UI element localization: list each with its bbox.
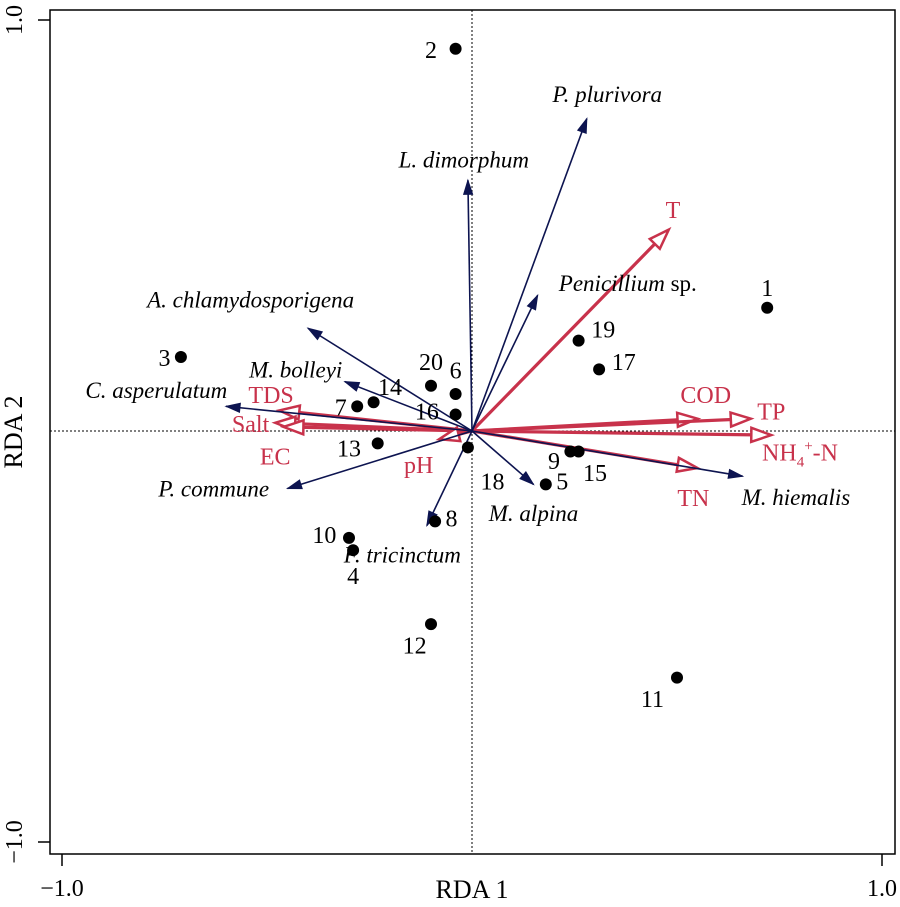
site-label-15: 15 (583, 461, 607, 487)
site-label-13: 13 (337, 436, 361, 462)
site-point-13 (371, 437, 384, 450)
site-label-5: 5 (556, 469, 568, 495)
site-point-1 (761, 301, 774, 314)
site-point-10 (343, 531, 355, 544)
species-arrow-p-commune (287, 430, 473, 490)
species-arrow-m-bolleyi (344, 380, 473, 432)
site-label-19: 19 (591, 317, 615, 343)
site-label-10: 10 (312, 523, 336, 549)
species-arrow-p-plurivora (471, 118, 588, 432)
site-point-6 (449, 388, 462, 401)
site-label-12: 12 (403, 634, 427, 660)
site-point-12 (425, 618, 437, 631)
site-label-9: 9 (548, 449, 560, 475)
species-label-l-dimorphum: L. dimorphum (398, 148, 529, 173)
site-label-14: 14 (378, 375, 402, 401)
y-axis-label: RDA 2 (0, 396, 28, 469)
x-tick-label: −1.0 (40, 876, 84, 902)
site-point-18 (461, 441, 474, 454)
species-arrow-c-asperulatum (225, 405, 473, 432)
species-arrowhead-m-bolleyi (343, 381, 361, 392)
species-label-m-alpina: M. alpina (488, 501, 578, 526)
site-label-7: 7 (335, 395, 347, 421)
env-label-salt: Salt (232, 412, 270, 438)
env-arrowhead-ec (279, 418, 305, 437)
species-arrowhead-p-plurivora (576, 117, 588, 135)
site-point-4 (347, 544, 360, 557)
site-label-11: 11 (641, 687, 664, 713)
site-label-3: 3 (159, 346, 171, 372)
x-axis-label: RDA 1 (436, 875, 509, 902)
site-point-17 (593, 363, 606, 376)
species-arrowhead-p-commune (285, 479, 303, 490)
species-arrow-l-dimorphum (467, 180, 473, 432)
site-point-5 (539, 478, 552, 491)
env-arrow-t (470, 239, 659, 433)
env-label-cod: COD (680, 383, 731, 409)
env-label-ec: EC (260, 445, 291, 471)
species-arrowhead-l-dimorphum (462, 178, 474, 195)
site-label-1: 1 (761, 276, 773, 302)
env-arrowhead-t (647, 226, 672, 251)
site-label-8: 8 (446, 506, 458, 532)
env-arrow-ec (299, 425, 473, 433)
env-arrowhead-tn (675, 455, 702, 474)
site-point-14 (367, 396, 380, 409)
env-arrow-tp (471, 417, 735, 433)
x-tick-label: 1.0 (867, 876, 897, 902)
site-label-6: 6 (450, 358, 462, 384)
species-label-m-bolleyi: M. bolleyi (248, 357, 342, 382)
species-arrowhead-a-chlamydosporigena (306, 327, 324, 341)
site-label-18: 18 (481, 469, 505, 495)
env-arrowhead-tp (729, 410, 755, 429)
species-label-c-asperulatum: C. asperulatum (85, 378, 227, 403)
env-arrow-nh4-n (471, 429, 756, 437)
site-label-17: 17 (612, 350, 636, 376)
env-label-ph: pH (404, 453, 433, 479)
species-label-f-tricinctum: F. tricinctum (343, 542, 461, 567)
species-label-penicillium-sp: Penicillium sp. (558, 271, 697, 296)
site-point-2 (449, 42, 462, 55)
site-point-16 (449, 408, 462, 421)
site-label-4: 4 (347, 564, 359, 590)
species-arrowhead-c-asperulatum (224, 402, 241, 413)
site-point-8 (429, 515, 442, 528)
species-arrowhead-penicillium-sp (526, 293, 539, 311)
species-arrow-m-hiemalis (471, 430, 743, 477)
env-label-nh4-n: NH4+-N (762, 439, 838, 471)
site-label-16: 16 (415, 399, 439, 425)
env-arrowhead-nh4-n (749, 426, 776, 444)
species-label-m-hiemalis: M. hiemalis (741, 485, 851, 510)
site-point-19 (572, 334, 585, 347)
site-label-2: 2 (425, 38, 437, 64)
species-arrow-penicillium-sp (471, 295, 539, 432)
env-label-tds: TDS (248, 383, 293, 409)
species-label-a-chlamydosporigena: A. chlamydosporigena (145, 287, 354, 312)
env-label-tp: TP (757, 399, 785, 425)
env-label-t: T (666, 198, 681, 224)
species-arrowhead-m-hiemalis (727, 468, 745, 479)
species-label-p-commune: P. commune (157, 477, 269, 502)
site-point-15 (572, 445, 585, 458)
site-label-20: 20 (419, 350, 443, 376)
site-point-20 (425, 379, 437, 392)
site-point-9 (564, 445, 577, 458)
species-label-p-plurivora: P. plurivora (552, 82, 662, 107)
y-tick-label: 1.0 (2, 5, 28, 35)
axes-group: −1.0 1.0 −1.0 1.0 (2, 5, 897, 902)
site-point-3 (174, 351, 187, 364)
species-arrowhead-m-alpina (519, 471, 535, 486)
y-tick-label: −1.0 (2, 820, 28, 864)
env-label-tn: TN (677, 486, 709, 512)
site-point-11 (671, 671, 683, 684)
species-arrow-a-chlamydosporigena (307, 327, 473, 432)
site-point-7 (351, 400, 364, 413)
